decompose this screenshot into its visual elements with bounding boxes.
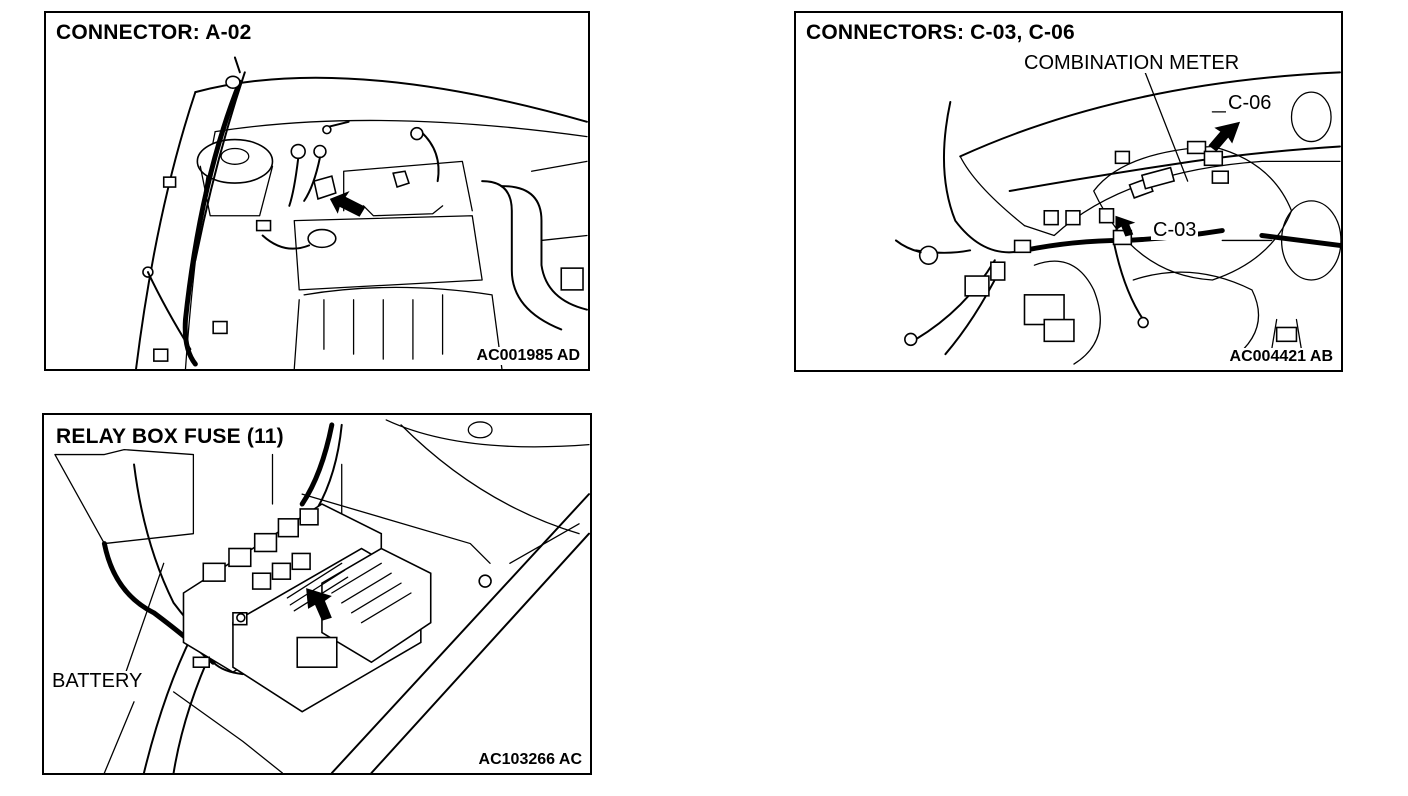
battery-label: BATTERY (50, 670, 145, 692)
panel-title: CONNECTOR: A-02 (54, 21, 254, 45)
panel-connectors-c03-c06: CONNECTORS: C-03, C-06 COMBINATION METER… (794, 11, 1343, 372)
engine-bay-illustration (135, 56, 588, 369)
arrow-icon (306, 588, 332, 621)
figure-code: AC103266 AC (476, 751, 584, 769)
panel-title: CONNECTORS: C-03, C-06 (804, 21, 1077, 45)
panel-connector-a02: CONNECTOR: A-02 AC001985 AD (44, 11, 590, 371)
dashboard-harness-illustration (894, 66, 1341, 365)
arrow-icon (329, 191, 366, 217)
combination-meter-label: COMBINATION METER (1022, 52, 1242, 74)
panel-relay-box-fuse: RELAY BOX FUSE (11) BATTERY AC103266 AC (42, 413, 592, 775)
arrow-icon (1208, 121, 1241, 152)
relay-box-illustration (54, 419, 590, 773)
c03-label: C-03 (1151, 219, 1199, 241)
figure-code: AC004421 AB (1227, 348, 1335, 366)
c06-label: C-06 (1226, 92, 1274, 114)
panel-title: RELAY BOX FUSE (11) (54, 425, 286, 449)
figure-code: AC001985 AD (474, 347, 582, 365)
